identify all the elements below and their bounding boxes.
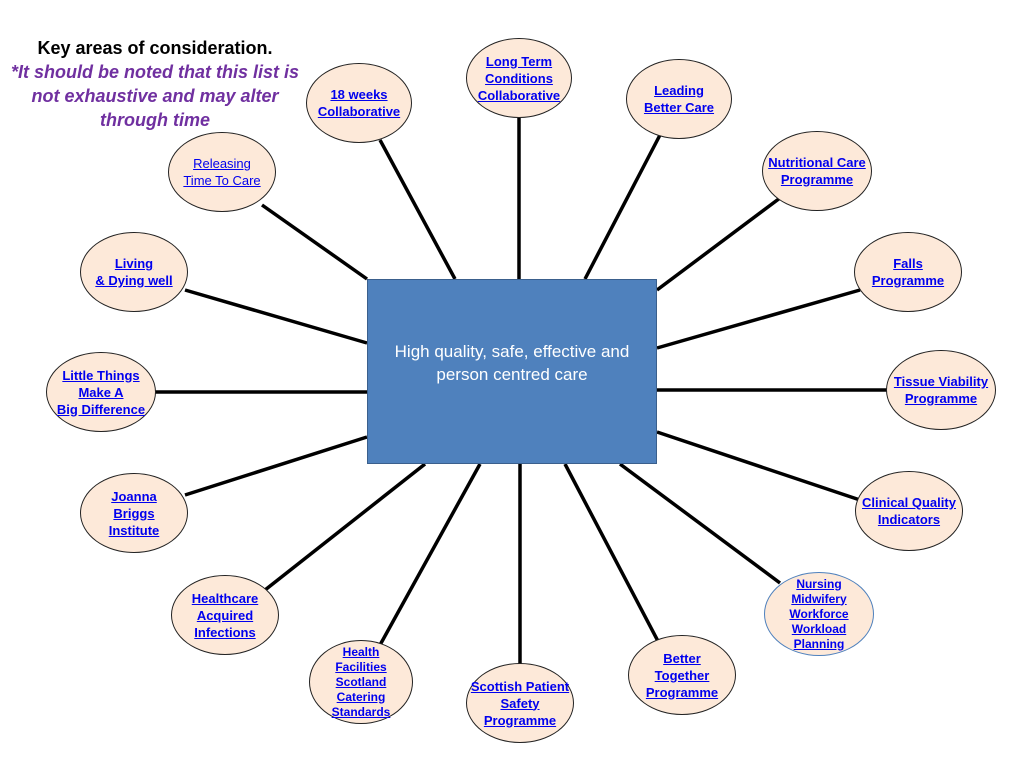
- link-18-weeks[interactable]: 18 weeks Collaborative: [317, 87, 401, 119]
- central-goal-box: High quality, safe, effective and person…: [367, 279, 657, 464]
- connector-18-weeks: [378, 139, 457, 280]
- link-joanna-briggs[interactable]: Joanna Briggs Institute: [108, 488, 160, 538]
- connector-nursing-midwifery: [618, 462, 782, 585]
- node-long-term-conditions[interactable]: Long Term Conditions Collaborative: [466, 38, 572, 118]
- node-falls[interactable]: Falls Programme: [854, 232, 962, 312]
- connector-clinical-quality: [656, 430, 861, 502]
- connector-leading-better-care: [583, 134, 662, 280]
- node-joanna-briggs[interactable]: Joanna Briggs Institute: [80, 473, 188, 553]
- link-tissue-viability[interactable]: Tissue Viability Programme: [893, 374, 989, 406]
- node-18-weeks[interactable]: 18 weeks Collaborative: [306, 63, 412, 143]
- connector-nutritional-care: [655, 196, 782, 292]
- central-goal-text: High quality, safe, effective and person…: [394, 342, 630, 384]
- link-healthcare-acquired[interactable]: Healthcare Acquired Infections: [191, 590, 259, 640]
- node-living-dying[interactable]: Living & Dying well: [80, 232, 188, 312]
- heading-title: Key areas of consideration.: [37, 38, 273, 58]
- link-scottish-patient-safety[interactable]: Scottish Patient Safety Programme: [470, 678, 570, 728]
- node-healthcare-acquired[interactable]: Healthcare Acquired Infections: [171, 575, 279, 655]
- link-better-together[interactable]: Better Together Programme: [645, 650, 719, 700]
- node-clinical-quality[interactable]: Clinical Quality Indicators: [855, 471, 963, 551]
- node-tissue-viability[interactable]: Tissue Viability Programme: [886, 350, 996, 430]
- connector-falls: [656, 288, 861, 350]
- node-scottish-patient-safety[interactable]: Scottish Patient Safety Programme: [466, 663, 574, 743]
- connector-releasing-time: [260, 203, 369, 281]
- connector-joanna-briggs: [184, 435, 368, 497]
- link-releasing-time[interactable]: Releasing Time To Care: [183, 156, 261, 188]
- connector-health-facilities: [378, 463, 482, 646]
- heading-block: Key areas of consideration. *It should b…: [10, 36, 300, 132]
- link-nursing-midwifery[interactable]: Nursing Midwifery Workforce Workload Pla…: [789, 576, 849, 651]
- node-nursing-midwifery[interactable]: Nursing Midwifery Workforce Workload Pla…: [764, 572, 874, 656]
- link-long-term-conditions[interactable]: Long Term Conditions Collaborative: [477, 53, 561, 103]
- node-health-facilities[interactable]: Health Facilities Scotland Catering Stan…: [309, 640, 413, 724]
- link-clinical-quality[interactable]: Clinical Quality Indicators: [862, 495, 956, 527]
- node-leading-better-care[interactable]: Leading Better Care: [626, 59, 732, 139]
- node-better-together[interactable]: Better Together Programme: [628, 635, 736, 715]
- heading-note: *It should be noted that this list is no…: [10, 62, 299, 130]
- link-living-dying[interactable]: Living & Dying well: [95, 256, 173, 288]
- connector-better-together: [563, 463, 662, 646]
- node-little-things[interactable]: Little Things Make A Big Difference: [46, 352, 156, 432]
- link-falls[interactable]: Falls Programme: [871, 256, 945, 288]
- link-health-facilities[interactable]: Health Facilities Scotland Catering Stan…: [331, 644, 391, 719]
- connector-healthcare-acquired: [263, 462, 427, 592]
- link-nutritional-care[interactable]: Nutritional Care Programme: [768, 155, 866, 187]
- node-releasing-time[interactable]: Releasing Time To Care: [168, 132, 276, 212]
- link-leading-better-care[interactable]: Leading Better Care: [643, 83, 715, 115]
- link-little-things[interactable]: Little Things Make A Big Difference: [56, 367, 146, 417]
- node-nutritional-care[interactable]: Nutritional Care Programme: [762, 131, 872, 211]
- connector-living-dying: [184, 288, 368, 345]
